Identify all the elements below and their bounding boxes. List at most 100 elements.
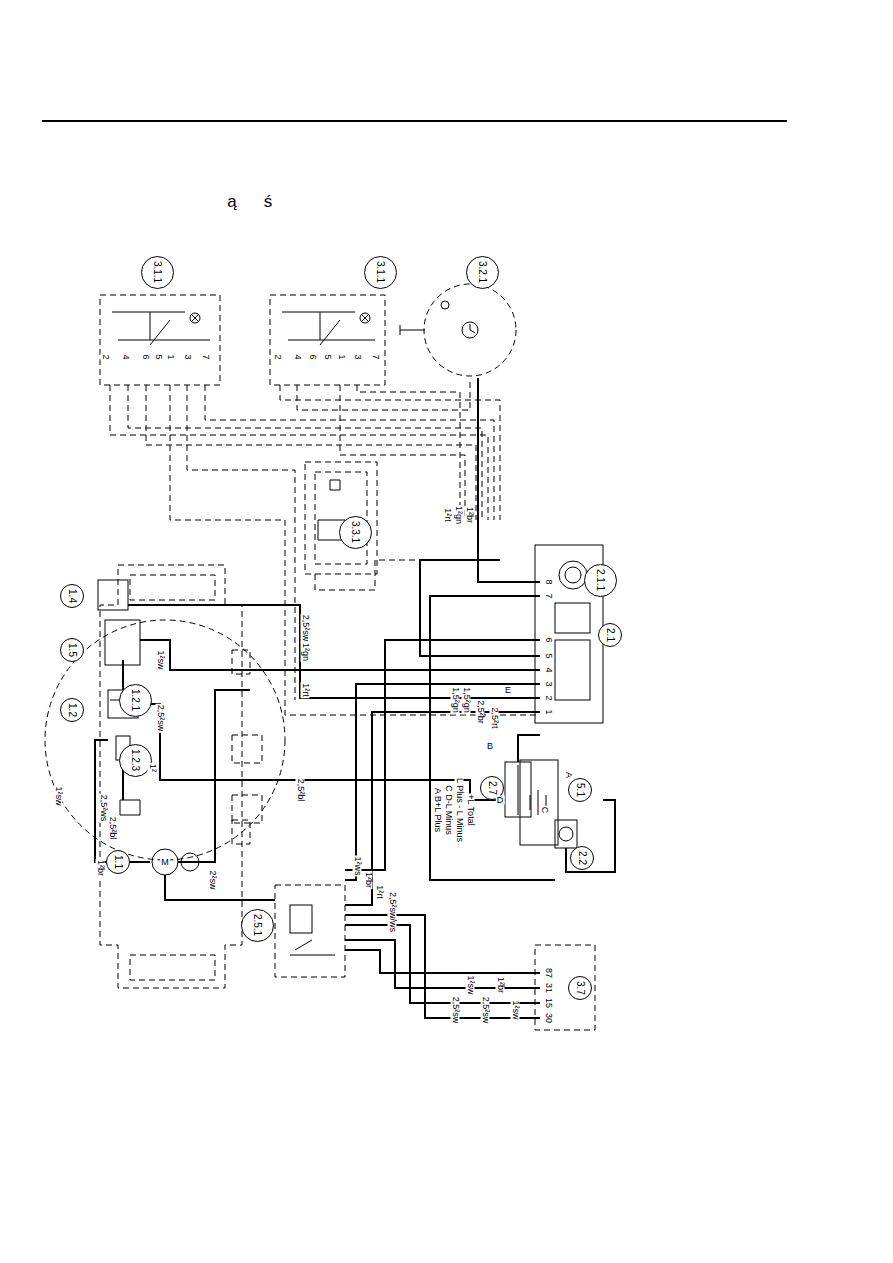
callout-circle: 3.1.1 xyxy=(364,256,397,289)
callout-number: 3.1.1 xyxy=(152,261,162,283)
wire-label: D xyxy=(496,796,505,805)
wire-label: 31 xyxy=(544,982,553,994)
callout-circle: 1.5 xyxy=(60,638,84,662)
wire-label: 2²sw xyxy=(208,869,217,890)
wire-label: 1²gn xyxy=(454,505,463,525)
callout-circle: 5.1 xyxy=(568,778,592,802)
wire-label: 6 xyxy=(544,636,553,643)
wire-label: 1²sw xyxy=(156,649,165,670)
wire-label: 1,5²gn xyxy=(451,686,460,714)
wire-label: 2,5²rt xyxy=(490,706,499,729)
callout-number: 1.2.1 xyxy=(130,689,140,711)
wire-label: 1²sw xyxy=(466,974,475,995)
callout-number: 3.1.1 xyxy=(375,261,385,283)
callout-circle: 3.1.1 xyxy=(141,256,174,289)
wire-label: 7 xyxy=(201,353,210,360)
callout-number: 3.7 xyxy=(575,981,585,995)
callout-circle: 1.2 xyxy=(60,698,84,722)
wire-label: 1²sw xyxy=(54,785,63,806)
wire-label: 4 xyxy=(293,353,302,360)
wire-label: 1²rt xyxy=(375,884,384,900)
wire-label: +L Total xyxy=(466,793,475,826)
callout-number: 2.1.1 xyxy=(595,569,605,591)
wire-label: 1²ws xyxy=(353,855,362,876)
wire-label: 2 xyxy=(544,694,553,701)
callout-number: 1.2.3 xyxy=(130,749,140,771)
wire-label: ą xyxy=(226,193,237,210)
wire-label: 1²br xyxy=(96,859,105,877)
wire-label: 3 xyxy=(183,353,192,360)
wire-label: B xyxy=(486,742,494,751)
callout-number: 1.5 xyxy=(67,643,77,657)
wire-label: 5 xyxy=(323,353,332,360)
callout-circle: 2.1.1 xyxy=(584,564,617,597)
wire-label: 7 xyxy=(371,353,380,360)
callout-number: 3.3.1 xyxy=(350,521,360,543)
wire-label: ś xyxy=(263,193,274,210)
callout-number: 2.2 xyxy=(577,851,587,865)
wire-label: 2 xyxy=(101,353,110,360)
wire-label: 2,5²sw xyxy=(156,704,165,733)
wire-label: 2,5²bl xyxy=(296,778,305,803)
wire-label: 1²br xyxy=(364,871,373,889)
wire-label: 8 xyxy=(544,578,553,585)
wire-label: 4 xyxy=(544,666,553,673)
callout-number: 1.1 xyxy=(113,855,123,869)
callout-number: 1.2 xyxy=(67,703,77,717)
wire-label: 6 xyxy=(141,353,150,360)
callout-number: 3.2.1 xyxy=(477,261,487,283)
wire-label: 3 xyxy=(544,680,553,687)
wire-label: 2,5²ws xyxy=(99,794,108,823)
wire-label: C xyxy=(540,806,549,815)
wire-label: 2,5²sw xyxy=(301,614,310,643)
wire-label: 1,5²gn xyxy=(462,686,471,714)
wire-label: 7 xyxy=(544,592,553,599)
wire-label: L Plus - L Minus xyxy=(455,777,464,843)
wire-label: E xyxy=(504,686,512,695)
wire-label: M xyxy=(160,858,170,867)
wire-label: 1²rt xyxy=(443,507,452,523)
wire-label: 5 xyxy=(544,652,553,659)
callout-circle: 2.2 xyxy=(570,846,594,870)
wire-label: 30 xyxy=(544,1012,553,1024)
wire-label: 6 xyxy=(308,353,317,360)
callout-circle: 1.4 xyxy=(60,584,84,608)
wire-label: 2,5²br xyxy=(476,699,485,725)
wire-label: 2,5²sw/ws xyxy=(388,891,397,933)
callout-number: 1.4 xyxy=(67,589,77,603)
wire-label: 2,5²sw xyxy=(451,996,460,1025)
callout-circle: 3.2.1 xyxy=(466,256,499,289)
wire-label: 15 xyxy=(544,997,553,1009)
wire-label: C D-L Minus xyxy=(444,784,453,836)
wire-label: 2 xyxy=(273,353,282,360)
callout-circle: 1.1 xyxy=(106,850,130,874)
wire-label: 1 xyxy=(544,708,553,715)
callout-circle: 3.7 xyxy=(568,976,592,1000)
wire-label: 1²rt xyxy=(301,682,310,698)
wire-label: 1²sw xyxy=(511,999,520,1020)
wire-label: 87 xyxy=(544,967,553,979)
callout-circle: 2.5.1 xyxy=(241,909,274,942)
callout-circle: 2.1 xyxy=(598,623,622,647)
callout-circle: 1.2.1 xyxy=(119,684,152,717)
callout-number: 2.5.1 xyxy=(252,914,262,936)
callout-number: 2.7 xyxy=(487,781,497,795)
wire-label: 3 xyxy=(353,353,362,360)
wire-label: 1²br xyxy=(496,976,505,994)
wire-label: 2,5²sw xyxy=(481,996,490,1025)
wire-label: 2,5²bl xyxy=(108,816,117,841)
wire-label: 1 xyxy=(166,353,175,360)
callout-number: 5.1 xyxy=(575,783,585,797)
callout-number: 2.1 xyxy=(605,628,615,642)
wire-label: 1² xyxy=(148,763,157,773)
wire-label: 5 xyxy=(154,353,163,360)
wire-label: 4 xyxy=(121,353,130,360)
wire-label: A xyxy=(564,771,573,779)
wire-label: 1²br xyxy=(465,506,474,524)
callout-circle: 3.3.1 xyxy=(339,516,372,549)
wire-label: 1²gn xyxy=(301,642,310,662)
wire-label: 1 xyxy=(337,353,346,360)
wire-label: A B+L Plus xyxy=(433,787,442,833)
